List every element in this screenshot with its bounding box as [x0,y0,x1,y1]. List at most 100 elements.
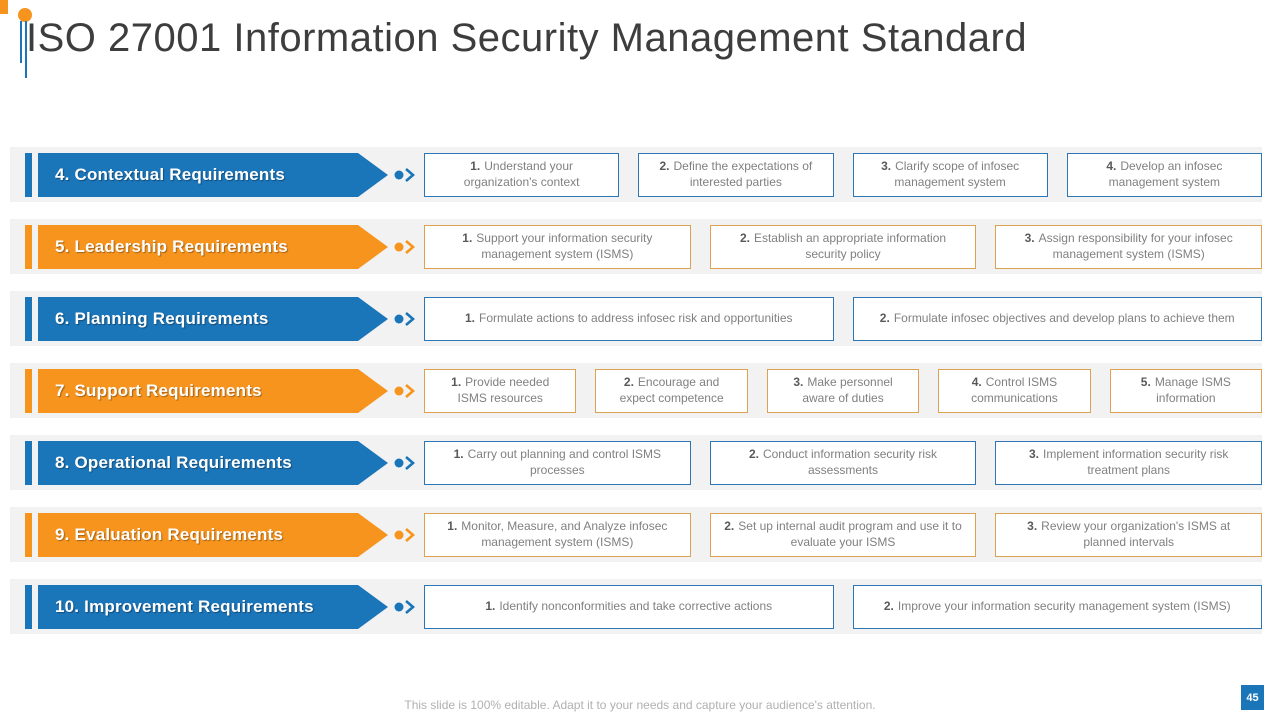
step-text: Formulate infosec objectives and develop… [893,310,1235,325]
row-arrow: 6. Planning Requirements [25,296,417,341]
step-box: 3.Clarify scope of infosec management sy… [852,152,1048,197]
step-number: 1. [464,310,475,325]
step-number: 3. [1024,230,1035,245]
requirement-row: 4. Contextual Requirements 1.Understand y… [10,147,1262,202]
step-number: 2. [659,158,670,173]
step-box: 2.Establish an appropriate information s… [709,224,977,269]
row-steps: 1.Identify nonconformities and take corr… [424,584,1262,629]
step-text: Develop an infosec management system [1108,158,1223,189]
row-accent-bar [25,440,32,485]
row-label: 6. Planning Requirements [55,308,269,328]
bullet-chevron-icon [394,311,415,326]
step-number: 1. [447,518,458,533]
step-text: Conduct information security risk assess… [762,446,938,477]
step-text: Control ISMS communications [971,374,1058,405]
step-text: Carry out planning and control ISMS proc… [467,446,662,477]
step-number: 4. [971,374,982,389]
step-text: Support your information security manage… [476,230,653,261]
step-box: 4.Control ISMS communications [938,368,1091,413]
row-arrow: 10. Improvement Requirements [25,584,417,629]
step-text: Establish an appropriate information sec… [753,230,947,261]
step-box: 3.Assign responsibility for your infosec… [995,224,1263,269]
pin-icon [18,8,32,22]
row-accent-bar [25,368,32,413]
pin-stem-icon [25,21,27,78]
step-number: 3. [793,374,804,389]
step-number: 2. [879,310,890,325]
arrow-point [358,368,388,413]
bullet-chevron-icon [394,239,415,254]
step-text: Clarify scope of infosec management syst… [894,158,1020,189]
step-number: 1. [470,158,481,173]
requirement-row: 7. Support Requirements 1.Provide needed … [10,363,1263,418]
step-number: 1. [451,374,462,389]
row-arrow: 4. Contextual Requirements [25,152,417,197]
row-accent-bar [25,296,32,341]
row-accent-bar [25,152,32,197]
step-box: 2.Define the expectations of interested … [638,152,834,197]
corner-accent-mark [0,0,8,14]
step-box: 3.Make personnel aware of duties [766,368,920,413]
step-box: 3.Implement information security risk tr… [995,440,1263,485]
step-number: 3. [881,158,892,173]
row-label: 10. Improvement Requirements [55,596,314,616]
bullet-chevron-icon [394,599,415,614]
step-number: 2. [748,446,759,461]
step-number: 1. [453,446,464,461]
step-number: 2. [724,518,735,533]
row-arrow: 8. Operational Requirements [25,440,417,485]
step-text: Identify nonconformities and take correc… [499,598,773,613]
step-number: 3. [1027,518,1038,533]
step-box: 4.Develop an infosec management system [1066,152,1262,197]
row-arrow: 7. Support Requirements [25,368,417,413]
step-text: Review your organization's ISMS at plann… [1041,518,1231,549]
requirement-row: 10. Improvement Requirements 1.Identify n… [10,579,1262,634]
requirement-row: 9. Evaluation Requirements 1.Monitor, Mea… [10,507,1263,562]
row-steps: 1.Understand your organization's context… [424,152,1262,197]
pin-stem-icon [20,21,22,63]
arrow-point [358,584,388,629]
row-arrow: 5. Leadership Requirements [25,224,417,269]
bullet-chevron-icon [394,527,415,542]
step-text: Improve your information security manage… [897,598,1231,613]
step-text: Understand your organization's context [463,158,580,189]
arrow-point [358,512,388,557]
arrow-point [358,224,388,269]
page-number-badge: 45 [1241,685,1264,710]
row-steps: 1.Carry out planning and control ISMS pr… [424,440,1263,485]
row-label: 5. Leadership Requirements [55,236,288,256]
step-box: 1.Carry out planning and control ISMS pr… [424,440,691,485]
step-box: 1.Understand your organization's context [424,152,620,197]
row-label: 7. Support Requirements [55,380,262,400]
row-label: 8. Operational Requirements [55,452,292,472]
step-box: 1.Support your information security mana… [424,224,691,269]
row-arrow: 9. Evaluation Requirements [25,512,417,557]
step-text: Provide needed ISMS resources [457,374,550,405]
step-number: 2. [883,598,894,613]
step-box: 5.Manage ISMS information [1109,368,1263,413]
row-accent-bar [25,512,32,557]
row-steps: 1.Monitor, Measure, and Analyze infosec … [424,512,1263,557]
row-steps: 1. Formulate actions to address infosec r… [424,296,1262,341]
row-label: 9. Evaluation Requirements [55,524,284,544]
step-box: 3.Review your organization's ISMS at pla… [995,512,1263,557]
bullet-chevron-icon [394,455,415,470]
bullet-chevron-icon [394,383,415,398]
step-text: Make personnel aware of duties [802,374,893,405]
step-number: 3. [1028,446,1039,461]
requirement-row: 6. Planning Requirements 1. Formulate acti… [10,291,1262,346]
step-text: Implement information security risk trea… [1042,446,1229,477]
step-text: Formulate actions to address infosec ris… [479,310,793,325]
row-label: 4. Contextual Requirements [55,164,286,184]
step-text: Define the expectations of interested pa… [673,158,813,189]
row-steps: 1.Support your information security mana… [424,224,1263,269]
step-number: 5. [1140,374,1151,389]
requirement-row: 5. Leadership Requirements 1.Support your… [10,219,1263,274]
arrow-point [358,296,388,341]
page-title: ISO 27001 Information Security Managemen… [26,16,1028,60]
step-text: Set up internal audit program and use it… [738,518,962,549]
step-number: 2. [739,230,750,245]
